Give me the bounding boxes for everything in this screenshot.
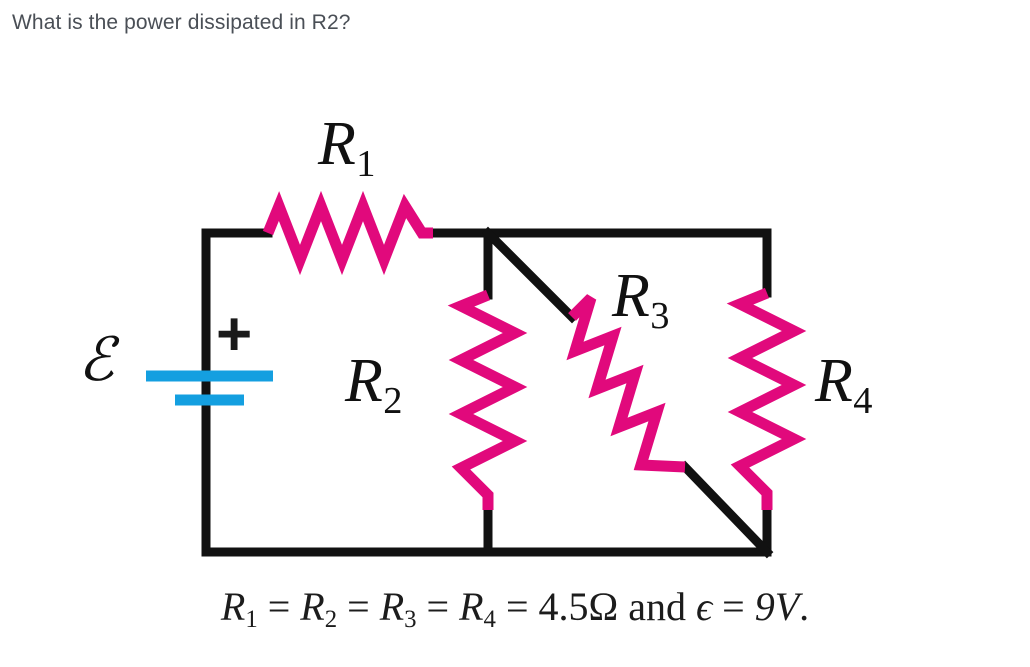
caption-r1-sub: 1 [245,606,258,634]
caption-eq3: = [416,584,460,629]
label-r2-subscript: 2 [383,379,403,422]
caption-r4: R [459,584,484,629]
label-emf-symbol: ℰ [78,325,115,395]
label-r2-symbol: R [345,347,383,415]
caption-eq1: = [257,584,301,629]
label-r1-symbol: R [318,110,356,178]
label-r3: R3 [612,262,669,335]
caption-emf-value: 9V [754,584,800,629]
caption-formula: R1 = R2 = R3 = R4 = 4.5Ω and ϵ = 9V. [0,583,1030,634]
caption-eq5: = [712,584,755,629]
label-r4: R4 [815,347,872,420]
caption-r2: R [300,584,325,629]
circuit-figure: R1 R2 R3 R4 ℰ + R1 = R2 = R3 = R4 = 4.5Ω… [0,55,1030,667]
resistor-r2-zigzag [447,289,528,510]
caption-r3-sub: 3 [404,606,417,634]
wire-group [201,226,774,559]
label-r1-subscript: 1 [356,142,376,185]
caption-emf-symbol: ϵ [696,584,713,629]
caption-conjunction: and [618,584,696,629]
caption-r4-sub: 4 [483,606,496,634]
question-text: What is the power dissipated in R2? [12,11,351,34]
circuit-schematic [146,190,807,559]
wire-diagonal-top-lead [481,226,579,324]
caption-eq2: = [337,584,380,629]
caption-r3: R [379,584,405,629]
caption-r1: R [220,584,246,629]
label-r3-subscript: 3 [650,294,670,337]
wire-diagonal-bottom-lead [678,460,774,559]
caption-resistance-value: 4.5Ω [538,584,619,629]
caption-period: . [799,584,810,629]
caption-eq4: = [495,584,539,629]
battery-polarity-plus: + [216,300,253,369]
label-r1: R1 [318,110,375,183]
resistor-r1-zigzag [262,190,433,276]
label-r3-symbol: R [612,262,650,330]
battery-symbol [146,370,273,406]
label-r4-symbol: R [815,347,853,415]
caption-r2-sub: 2 [324,606,338,634]
label-r4-subscript: 4 [853,379,873,422]
resistor-r3-zigzag [566,294,686,473]
resistor-r4-zigzag [726,287,807,510]
label-r2: R2 [345,347,402,420]
